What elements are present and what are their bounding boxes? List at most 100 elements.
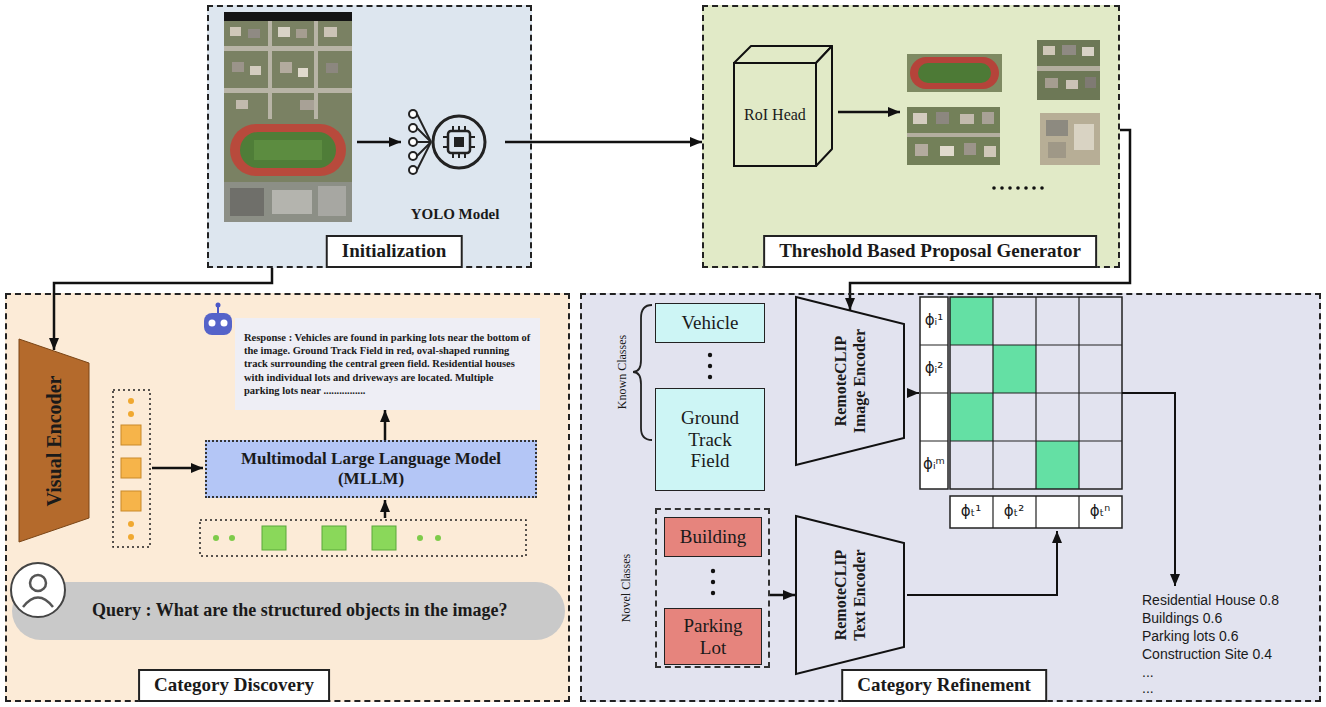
encoder-label: Visual Encoder (42, 351, 66, 531)
dot (992, 186, 996, 190)
satellite-image (224, 12, 352, 222)
cube-label: RoI Head (734, 63, 816, 166)
house (236, 100, 248, 109)
dot (1000, 186, 1004, 190)
dot (1040, 186, 1044, 190)
house (232, 62, 244, 72)
class-box: Vehicle (655, 303, 765, 343)
token-square (121, 425, 141, 445)
house (248, 29, 260, 38)
construction (1074, 124, 1094, 150)
stage-panel: InitializationYOLO Model (207, 5, 532, 268)
token-square (121, 491, 141, 511)
response-box: Response : Vehicles are found in parking… (235, 318, 540, 410)
building-roof (318, 186, 346, 216)
house (1066, 80, 1078, 89)
class-group: Novel ClassesBuildingParking Lot (655, 508, 770, 668)
panel-fill (5, 293, 570, 702)
icon-wire (417, 128, 431, 142)
house (280, 62, 292, 73)
text-embedding-row (950, 496, 1122, 528)
stage-title: Threshold Based Proposal Generator (763, 235, 1097, 268)
query-bubble: Query : What are the structured objects … (12, 582, 565, 640)
house (296, 29, 307, 38)
flow-arrow (907, 392, 919, 394)
class-box: Parking Lot (664, 608, 762, 665)
flow-arrow (357, 141, 401, 144)
robot-eye (221, 320, 228, 327)
track-field (254, 140, 322, 160)
class-box: Building (664, 517, 762, 557)
cube-face (816, 46, 832, 166)
icon-node (409, 110, 417, 118)
dot (708, 353, 712, 357)
more-dots (992, 186, 1044, 190)
icon-node (409, 138, 417, 146)
crop-ground (1037, 40, 1100, 100)
connector-arrow (505, 141, 702, 144)
visual-tokens (121, 398, 141, 540)
stage-panel: Threshold Based Proposal Generator RoI He… (702, 5, 1120, 268)
token-dot (213, 535, 219, 541)
robot-icon (204, 303, 232, 336)
token-square (372, 526, 396, 550)
embedding-label: ϕᵢ¹ (925, 312, 944, 329)
class-group-label: Novel Classes (619, 554, 634, 622)
token-dot (128, 521, 134, 527)
house (230, 27, 241, 36)
token-square (322, 526, 346, 550)
encoder-outline (796, 516, 904, 674)
road (224, 88, 352, 93)
running-track (230, 124, 346, 176)
box-label: Multimodal Large Language Model (MLLM) (231, 449, 511, 490)
text-tokens (213, 526, 441, 550)
icon-wire (417, 142, 431, 170)
house (982, 112, 994, 124)
connector-group (54, 130, 1130, 595)
roi-head-cube: RoI Head (733, 45, 833, 167)
flow-arrow (384, 500, 387, 518)
connector-arrow (850, 130, 1130, 310)
icon-wire (417, 114, 431, 142)
connector-arrow (384, 410, 387, 440)
panel-fill (702, 5, 1120, 268)
node-shape (8, 560, 68, 620)
house (984, 146, 996, 157)
crop-ground (1040, 113, 1100, 165)
icon-pins (443, 126, 475, 158)
embedding-label: ϕᵢᵐ (923, 456, 945, 473)
icon-caption: YOLO Model (405, 206, 505, 223)
house (964, 143, 976, 155)
token-dot (435, 535, 441, 541)
box-label: Building (680, 526, 747, 548)
house (298, 68, 308, 77)
house (913, 113, 927, 124)
dot (1008, 186, 1012, 190)
box-label: Ground Track Field (672, 407, 748, 473)
encoder-outline (796, 297, 904, 465)
text-embedding-row (993, 496, 1079, 528)
road (1037, 66, 1100, 71)
token-dot (128, 534, 134, 540)
dot (1016, 186, 1020, 190)
house (940, 146, 954, 156)
user-icon (30, 575, 46, 591)
track-field (918, 63, 991, 83)
encoder-label: RemoteCLIP Text Encoder (831, 538, 869, 653)
match-cell (993, 345, 1036, 393)
encoder-trapezoid: RemoteCLIP Text Encoder (795, 515, 905, 675)
token-dot (128, 398, 134, 404)
crop-ground (907, 54, 1002, 92)
user-icon (23, 598, 53, 608)
cube-face (734, 63, 816, 166)
house (250, 66, 261, 75)
dot (708, 375, 712, 379)
dot (1032, 186, 1036, 190)
encoder-label: RemoteCLIP Image Encoder (831, 324, 869, 439)
token-dot (417, 535, 423, 541)
image-embedding-column (920, 297, 948, 489)
dot (711, 580, 715, 584)
image-ground (224, 12, 352, 222)
match-cell (1036, 441, 1079, 489)
class-box: Ground Track Field (655, 388, 765, 491)
